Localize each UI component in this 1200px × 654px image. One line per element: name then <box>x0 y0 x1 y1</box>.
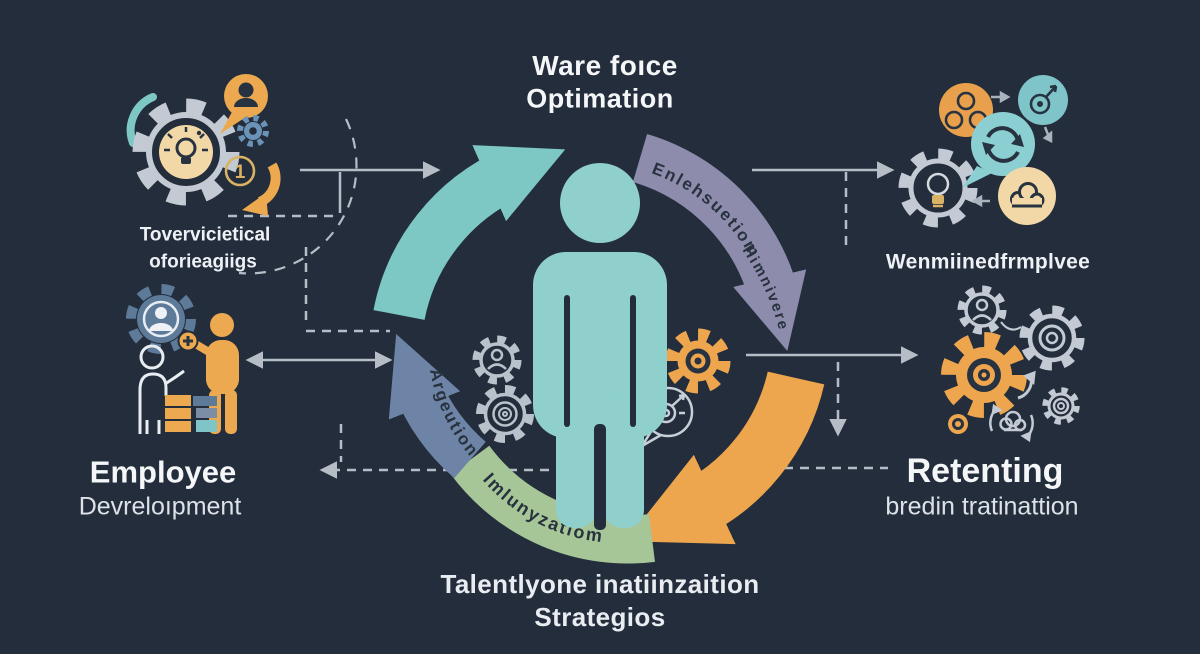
large-orange-gear-icon <box>941 332 1027 418</box>
cycle-arrow-orange <box>625 370 825 545</box>
gear-lightbulb-icon <box>132 98 240 206</box>
speech-bubble-person-icon <box>220 74 268 134</box>
slate-gear-person-icon <box>126 284 196 354</box>
top-right-cluster-label: Wenmiinedfrmplvee <box>885 250 1091 274</box>
gear-spiral-icon <box>476 385 534 443</box>
cluster-left-icons <box>126 284 239 434</box>
small-orange-circle-icon <box>948 414 968 434</box>
footer-line2: Strategios <box>534 602 666 632</box>
large-gear-outline-icon <box>1019 305 1085 371</box>
stacked-blocks-icon <box>165 395 217 432</box>
person-figure <box>533 163 667 530</box>
footer-line1: Talentlyone inatiinzaition <box>440 569 760 599</box>
teal-arc-icon <box>126 93 157 147</box>
cycle-arrow-teal <box>373 145 566 321</box>
page-title-line1: Ware foıce <box>532 50 678 81</box>
gear-person-icon <box>472 335 522 385</box>
small-arrow-icons <box>971 90 1053 208</box>
cloud-sync-icon <box>989 403 1034 443</box>
small-blue-gear-icon <box>237 115 269 147</box>
cluster-top-left-icons: 1 <box>126 74 281 216</box>
curved-arrow-outline-icon <box>1017 370 1036 400</box>
badge-number-text: 1 <box>235 162 246 183</box>
number-one-badge: 1 <box>224 155 256 187</box>
top-left-cluster-label-line2: oforieagiigs <box>149 251 257 273</box>
cycle-arrow-slate <box>388 334 487 479</box>
left-cluster-label-line1: Employee <box>89 454 237 490</box>
cycle-arrows <box>373 134 825 564</box>
page-title-line2: Optimation <box>526 83 674 114</box>
target-circle-icon <box>1018 75 1068 125</box>
top-left-cluster-label-line1: Tovervicietical <box>139 224 271 246</box>
cluster-right-icons <box>941 285 1085 443</box>
cycle-arrow-purple <box>632 134 807 352</box>
cycle-band-green <box>450 445 655 564</box>
cloud-circle-icon <box>998 167 1056 225</box>
cluster-top-right-icons <box>898 75 1068 228</box>
orange-gear-icon <box>665 328 731 394</box>
right-cluster-label-line2: bredin tratinattion <box>885 492 1079 521</box>
small-gear-outline-icon <box>1042 387 1080 425</box>
plus-badge-icon <box>177 330 199 352</box>
gear-lightbulb-outline-icon <box>898 148 978 228</box>
outline-person-icon <box>138 344 185 434</box>
left-cluster-label-line2: Devreloıpment <box>78 492 242 521</box>
right-cluster-label-line1: Retenting <box>906 452 1064 490</box>
orange-curved-arrow-icon <box>242 162 281 216</box>
gear-person-outline-icon <box>957 285 1022 335</box>
refresh-bubble-icon <box>962 112 1035 188</box>
